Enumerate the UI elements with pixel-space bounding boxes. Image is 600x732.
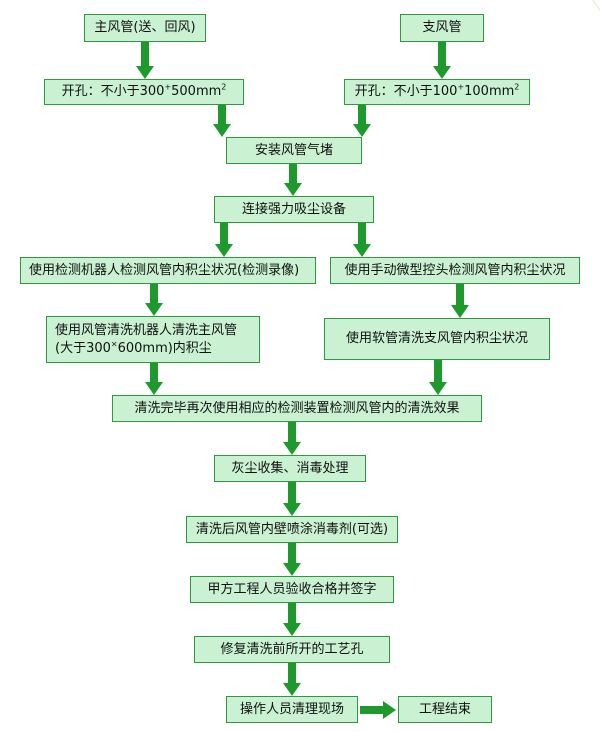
node-hose-clean-label: 使用软管清洗支风管内积尘状况 <box>345 331 528 346</box>
node-opening-branch: 开孔：不小于100+100mm2 <box>344 79 530 105</box>
node-branch-duct: 支风管 <box>400 14 484 42</box>
arrow-dust-to-robot-inspect <box>215 223 233 257</box>
node-dust-collect-label: 灰尘收集、消毒处理 <box>231 460 349 476</box>
node-site-cleanup: 操作人员清理现场 <box>226 696 358 723</box>
node-site-cleanup-label: 操作人员清理现场 <box>239 701 344 717</box>
arrow-opening-main-to-airbag <box>213 105 231 137</box>
node-main-duct-label: 主风管(送、回风) <box>94 20 196 35</box>
node-project-end: 工程结束 <box>398 696 492 723</box>
arrow-hose-to-reinspect <box>429 360 447 395</box>
node-robot-inspect-label: 使用检测机器人检测风管内积尘状况(检测录像) <box>29 262 300 278</box>
arrow-repair-to-cleanup <box>283 663 301 696</box>
robot-clean-text: 使用风管清洗机器人清洗主风管 (大于300×600mm)内积尘 <box>55 322 238 356</box>
node-install-airbag: 安装风管气堵 <box>226 137 362 164</box>
arrow-accept-to-repair <box>283 603 301 636</box>
arrow-robot-clean-to-reinspect <box>145 363 163 395</box>
arrow-main-to-opening <box>136 42 154 79</box>
node-project-end-label: 工程结束 <box>418 701 471 717</box>
arrow-spray-to-accept <box>283 543 301 576</box>
node-install-airbag-label: 安装风管气堵 <box>254 142 333 158</box>
node-reinspect: 清洗完毕再次使用相应的检测装置检测风管内的清洗效果 <box>112 395 482 422</box>
arrow-airbag-to-dust <box>284 164 302 196</box>
node-connect-dust-label: 连接强力吸尘设备 <box>241 201 346 217</box>
node-manual-inspect-label: 使用手动微型控头检测风管内积尘状况 <box>344 262 566 278</box>
node-branch-duct-label: 支风管 <box>422 20 462 35</box>
node-acceptance: 甲方工程人员验收合格并签字 <box>190 576 394 603</box>
node-repair-holes-label: 修复清洗前所开的工艺孔 <box>220 641 364 657</box>
node-acceptance-label: 甲方工程人员验收合格并签字 <box>207 581 377 597</box>
opening-branch-text: 开孔：不小于100+100mm2 <box>354 82 520 99</box>
node-disinfect-spray-label: 清洗后风管内壁喷涂消毒剂(可选) <box>195 521 389 537</box>
arrow-dust-to-manual-inspect <box>353 223 371 257</box>
node-disinfect-spray: 清洗后风管内壁喷涂消毒剂(可选) <box>186 516 398 543</box>
node-opening-main: 开孔：不小于300+500mm2 <box>44 79 244 105</box>
node-repair-holes: 修复清洗前所开的工艺孔 <box>194 636 390 663</box>
node-robot-clean: 使用风管清洗机器人清洗主风管 (大于300×600mm)内积尘 <box>46 316 260 363</box>
arrow-collect-to-spray <box>283 482 301 516</box>
arrow-reinspect-to-collect <box>283 422 301 455</box>
node-hose-clean: 使用软管清洗支风管内积尘状况 <box>324 318 550 360</box>
arrow-branch-to-opening <box>433 42 451 79</box>
arrow-opening-branch-to-airbag <box>353 105 371 137</box>
node-robot-inspect: 使用检测机器人检测风管内积尘状况(检测录像) <box>20 257 316 284</box>
node-dust-collect: 灰尘收集、消毒处理 <box>214 455 366 482</box>
node-connect-dust: 连接强力吸尘设备 <box>214 196 374 223</box>
arrow-robot-inspect-to-clean <box>145 284 163 316</box>
arrow-cleanup-to-end <box>360 701 396 719</box>
node-main-duct: 主风管(送、回风) <box>84 14 206 42</box>
node-manual-inspect: 使用手动微型控头检测风管内积尘状况 <box>330 257 580 284</box>
arrow-manual-inspect-to-hose <box>451 284 469 318</box>
opening-main-text: 开孔：不小于300+500mm2 <box>61 82 227 99</box>
node-reinspect-label: 清洗完毕再次使用相应的检测装置检测风管内的清洗效果 <box>134 400 460 416</box>
